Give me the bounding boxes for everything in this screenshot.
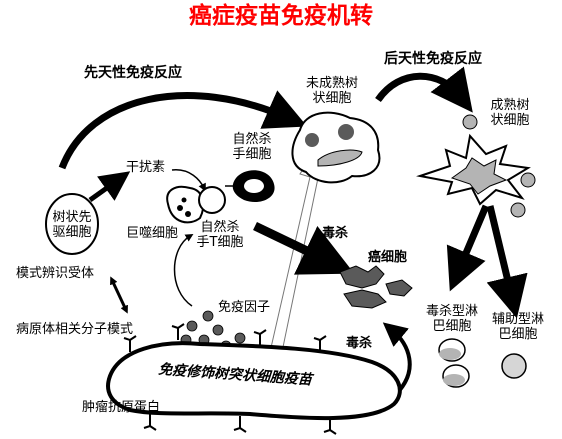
label-immature-dc: 未成熟树 状细胞 xyxy=(292,76,372,106)
label-nkt-line2: 手T细胞 xyxy=(196,235,244,250)
label-immature-dc-line2: 状细胞 xyxy=(312,91,352,106)
diagram-title: 癌症疫苗免疫机转 xyxy=(189,3,373,29)
dc-precursor-cell xyxy=(45,193,99,255)
arrow-receptor-pamp xyxy=(110,276,128,314)
label-kill-nk: 毒杀 xyxy=(322,226,349,241)
label-helper-line2: 巴细胞 xyxy=(498,327,538,342)
label-mature-dc: 成熟树 状细胞 xyxy=(478,98,542,128)
label-nk-line2: 手细胞 xyxy=(232,147,272,162)
label-dc-precursor-line1: 树状先 xyxy=(52,210,92,225)
cancer-cell-cluster xyxy=(339,265,413,309)
nkt-cell xyxy=(198,186,226,214)
arrow-dc-to-ctl xyxy=(446,204,490,292)
dc-vaccine-cell xyxy=(106,323,402,435)
label-mature-dc-line1: 成熟树 xyxy=(490,98,530,113)
label-ctl: 毒杀型淋 巴细胞 xyxy=(420,304,484,334)
label-interferon: 干扰素 xyxy=(126,160,166,175)
arrow-ctl-kill-cancer xyxy=(382,322,412,394)
label-cytokine: 免疫因子 xyxy=(218,300,271,315)
label-pattern-receptor: 模式辨识受体 xyxy=(16,266,95,281)
arrow-immature-to-mature-dc xyxy=(375,66,473,113)
label-pamp: 病原体相关分子模式 xyxy=(16,322,134,337)
arrow-dc-to-helper xyxy=(486,205,528,319)
label-adaptive: 后天性免疫反应 xyxy=(384,51,482,67)
label-ctl-line2: 巴细胞 xyxy=(432,319,472,334)
arrow-interferon-to-macrophage xyxy=(171,169,206,192)
arrow-cytokine-to-nkt xyxy=(173,233,194,307)
mature-dendritic-cell xyxy=(416,114,536,218)
label-nk-line1: 自然杀 xyxy=(232,132,272,147)
arrow-to-interferon xyxy=(88,171,131,203)
label-kill-ctl: 毒杀 xyxy=(346,336,373,351)
label-macrophage: 巨噬细胞 xyxy=(126,226,179,241)
label-cancer-cell: 癌细胞 xyxy=(368,250,408,265)
label-immature-dc-line1: 未成熟树 xyxy=(305,76,358,91)
label-helper: 辅助型淋 巴细胞 xyxy=(486,312,550,342)
label-tumor-antigen: 肿瘤抗原蛋白 xyxy=(82,400,161,415)
label-nkt-line1: 自然杀 xyxy=(200,220,240,235)
macrophage-cell xyxy=(166,185,205,224)
immature-dendritic-cell xyxy=(291,111,381,184)
nk-cell xyxy=(232,170,275,203)
label-mature-dc-line2: 状细胞 xyxy=(490,113,530,128)
label-dc-precursor: 树状先 驱细胞 xyxy=(44,210,100,240)
ctl-cell xyxy=(438,338,470,388)
label-nk-cell: 自然杀 手细胞 xyxy=(220,132,284,162)
label-innate: 先天性免疫反应 xyxy=(84,65,182,81)
arrow-precursor-to-immature-dc xyxy=(58,90,308,170)
label-nkt-cell: 自然杀 手T细胞 xyxy=(188,220,252,250)
label-dc-precursor-line2: 驱细胞 xyxy=(52,225,92,240)
arrow-nk-kill-cancer xyxy=(253,221,355,275)
label-helper-line1: 辅助型淋 xyxy=(491,312,544,327)
helper-cell xyxy=(501,353,527,379)
label-ctl-line1: 毒杀型淋 xyxy=(425,304,478,319)
